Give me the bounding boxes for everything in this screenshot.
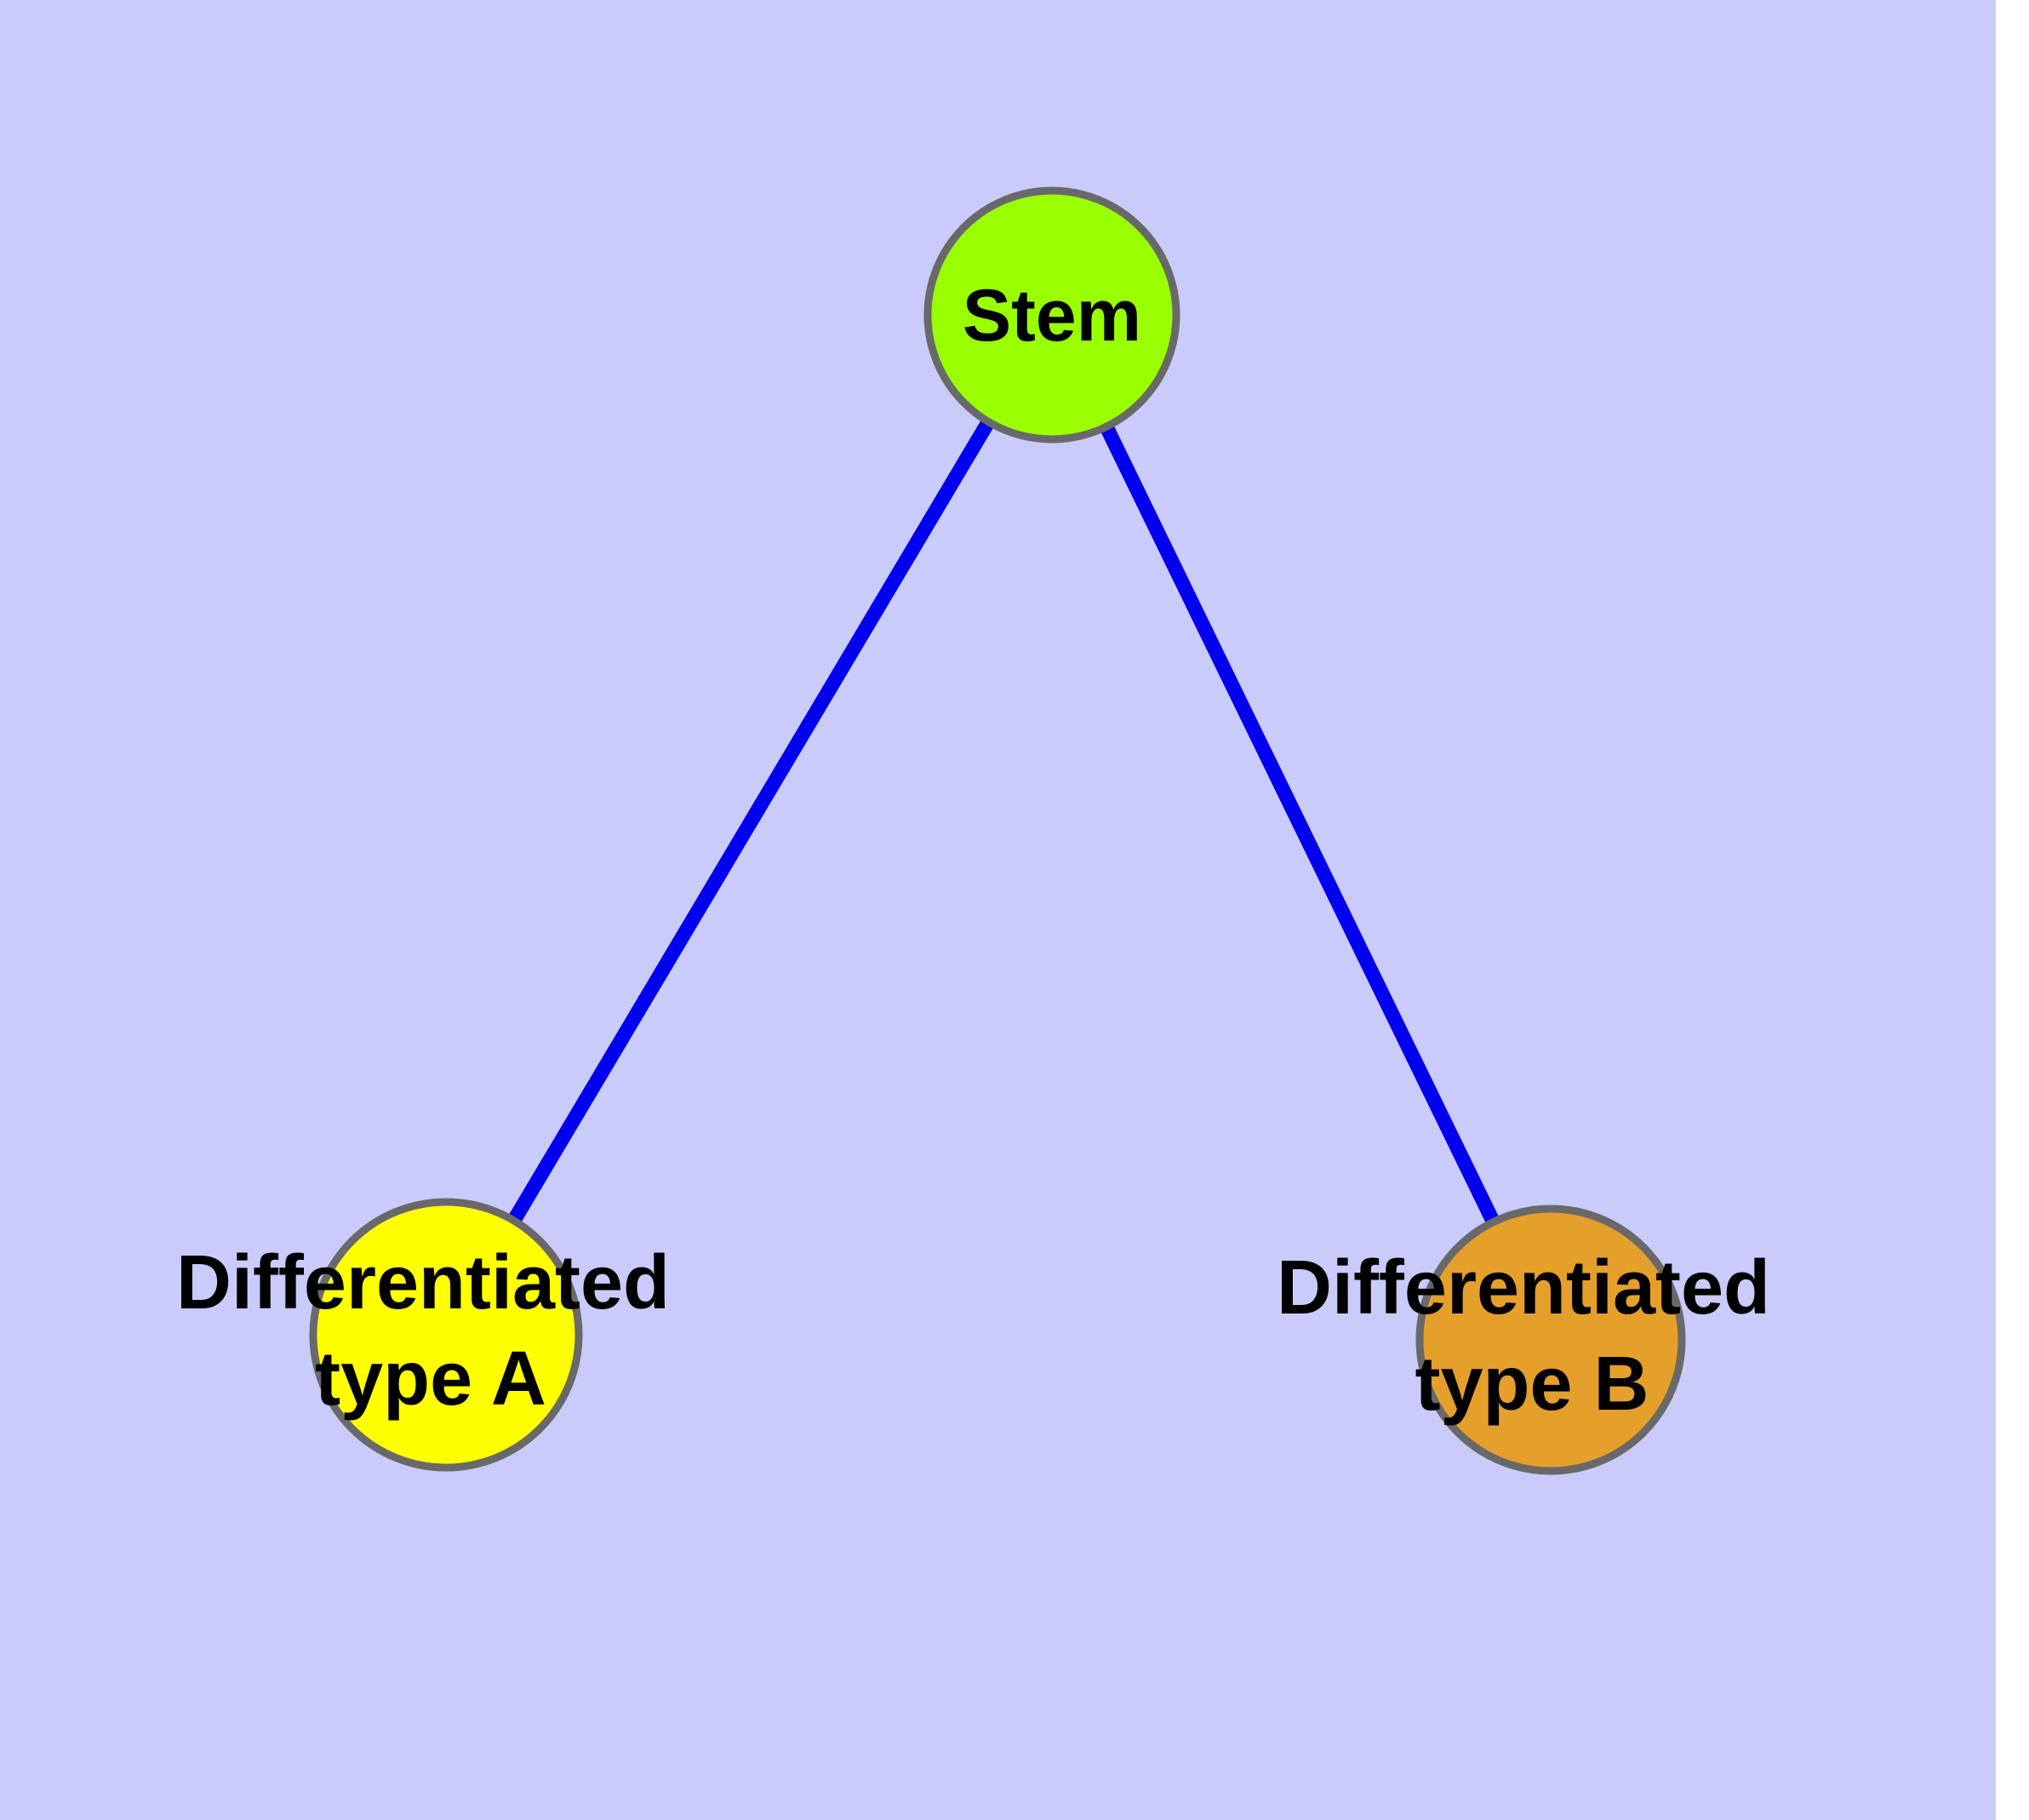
node-differentiated-type-b-label-line1: Differentiated [1277,1245,1770,1331]
node-differentiated-type-a-label-line1: Differentiated [176,1240,670,1325]
node-differentiated-type-a[interactable]: Differentiated type A [176,1198,670,1472]
node-differentiated-type-b-label-line2: type B [1415,1342,1649,1427]
node-differentiated-type-b-circle[interactable] [1415,1205,1686,1475]
node-differentiated-type-b[interactable]: Differentiated type B [1277,1205,1770,1475]
node-stem-circle[interactable] [923,186,1180,444]
node-differentiated-type-a-circle[interactable] [309,1198,583,1472]
node-differentiated-type-a-label-line2: type A [315,1336,546,1422]
node-stem-label: Stem [963,275,1141,357]
node-stem[interactable]: Stem [923,186,1180,444]
edge-stem-to-diff-b-line[interactable] [1100,423,1500,1226]
edge-stem-to-diff-a-line[interactable] [507,418,995,1225]
edge-layer [507,418,1500,1226]
